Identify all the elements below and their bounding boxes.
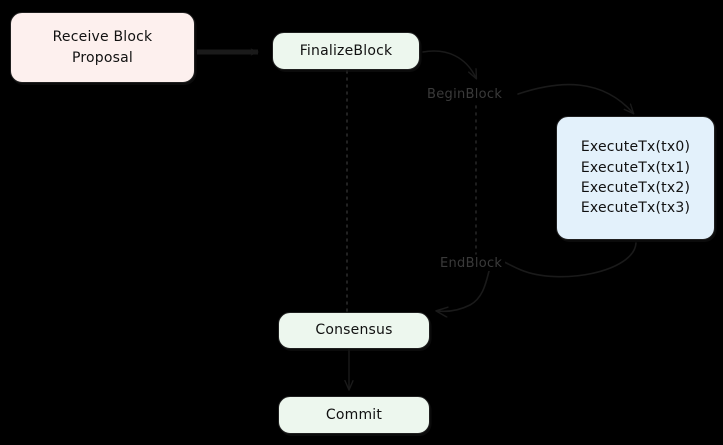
- node-receive-block-proposal[interactable]: Receive Block Proposal: [10, 12, 195, 83]
- node-commit[interactable]: Commit: [278, 396, 430, 434]
- edge-executetx-to-consensus: [437, 242, 637, 311]
- node-consensus[interactable]: Consensus: [278, 312, 430, 349]
- node-execute-tx[interactable]: ExecuteTx(tx0) ExecuteTx(tx1) ExecuteTx(…: [556, 116, 715, 240]
- edge-finalize-to-beginblock: [422, 50, 476, 78]
- node-finalize-block[interactable]: FinalizeBlock: [272, 32, 420, 70]
- edge-label-begin-block: BeginBlock: [424, 87, 506, 102]
- edge-label-end-block: EndBlock: [437, 256, 506, 271]
- edge-beginblock-to-executetx: [517, 83, 633, 113]
